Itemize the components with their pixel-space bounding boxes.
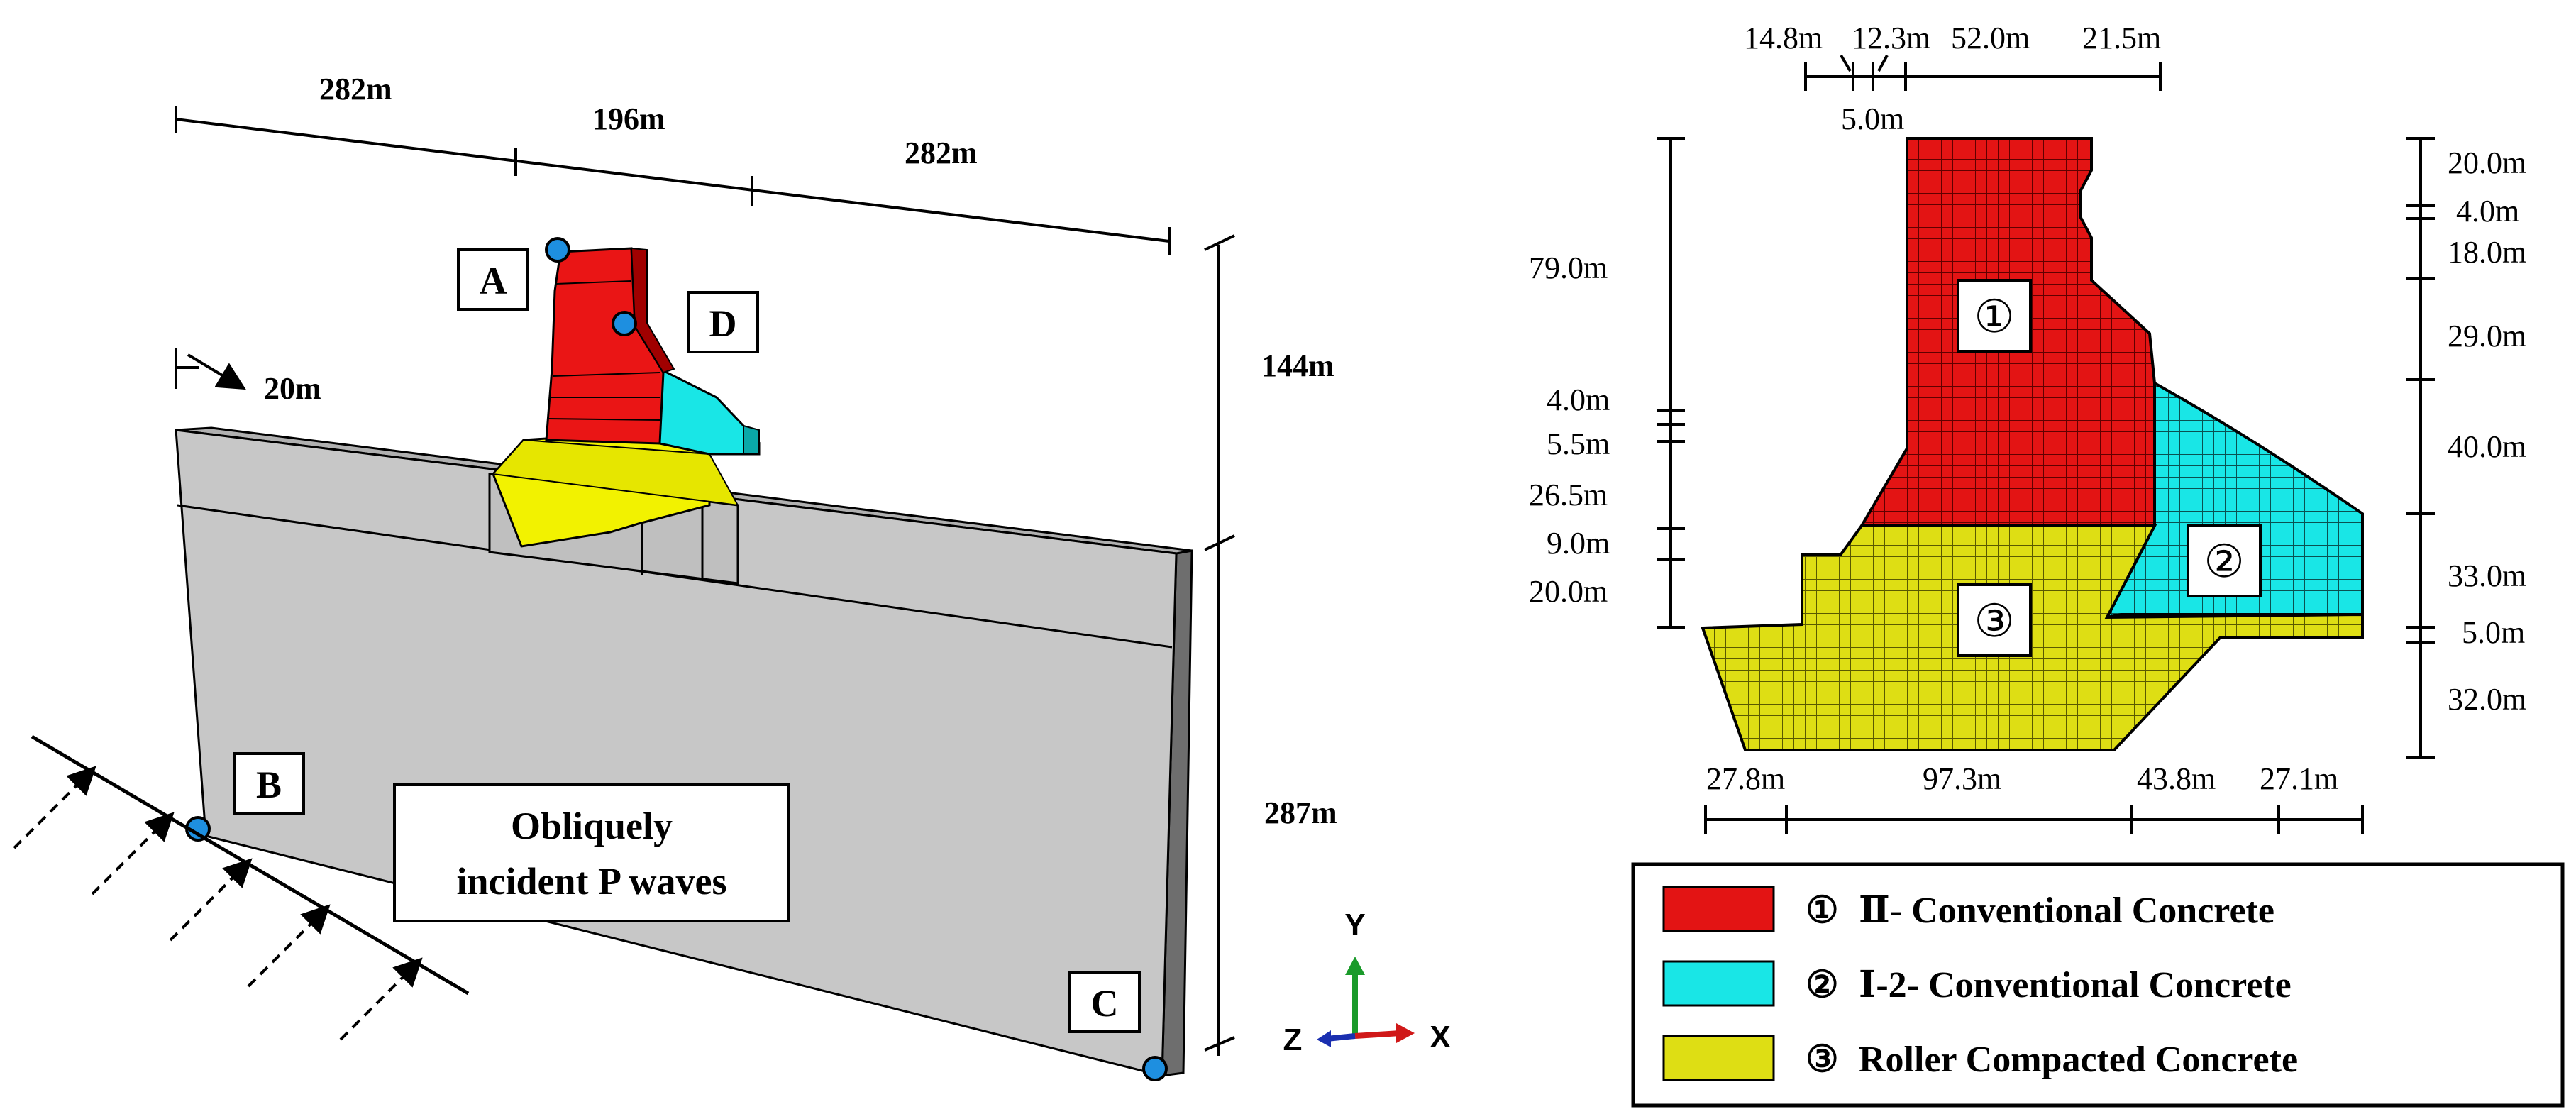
- svg-text:②: ②: [2204, 536, 2244, 587]
- zone-label-2: ②: [2187, 524, 2262, 597]
- svg-text:C: C: [1091, 982, 1119, 1025]
- height-dimension-line: [1204, 234, 1235, 1056]
- dim-right-20-0: 20.0m: [2448, 145, 2526, 180]
- svg-text:B: B: [256, 764, 282, 806]
- dim-top-52-0: 52.0m: [1951, 21, 2030, 55]
- dim-right-5-0: 5.0m: [2462, 615, 2525, 650]
- section-top-dimension: [1804, 54, 2162, 91]
- axis-y-label: Y: [1344, 908, 1365, 942]
- zone-label-3: ③: [1957, 583, 2032, 657]
- dim-right-width: 282m: [905, 136, 978, 170]
- svg-text:A: A: [480, 260, 507, 302]
- top-dimension-line: [175, 106, 1171, 255]
- dim-right-33-0: 33.0m: [2448, 558, 2526, 593]
- legend-swatch-yellow: [1662, 1035, 1775, 1081]
- legend-symbol: ②: [1806, 965, 1839, 1005]
- svg-text:①: ①: [1974, 292, 2014, 342]
- dim-thickness: 20m: [264, 371, 321, 406]
- dim-left-4-0: 4.0m: [1547, 382, 1610, 417]
- dim-right-40-0: 40.0m: [2448, 429, 2526, 464]
- axis-x-label: X: [1430, 1020, 1450, 1054]
- dim-left-26-5: 26.5m: [1529, 478, 1608, 512]
- dim-bottom-27-8: 27.8m: [1706, 761, 1785, 796]
- legend-symbol: ①: [1806, 891, 1839, 931]
- dim-right-29-0: 29.0m: [2448, 319, 2526, 353]
- foundation-block: [175, 426, 1193, 1077]
- wave-label-box: Obliquely incident P waves: [393, 783, 790, 922]
- point-c-marker: [1142, 1056, 1168, 1081]
- dim-left-5-5: 5.5m: [1547, 426, 1610, 461]
- legend: ① Ⅱ- Conventional Concrete ② Ⅰ-2- Conven…: [1631, 862, 2565, 1108]
- axis-z-label: Z: [1283, 1022, 1303, 1057]
- dim-bottom-97-3: 97.3m: [1923, 761, 2001, 796]
- section-left-dimension: [1657, 137, 1685, 629]
- incident-arrow: [91, 812, 175, 895]
- zone-3-region: [1701, 524, 2364, 751]
- dim-height-upper: 144m: [1261, 348, 1334, 383]
- dim-middle-width: 196m: [592, 101, 665, 136]
- legend-text: Ⅱ- Conventional Concrete: [1859, 891, 2274, 931]
- incident-arrow: [169, 858, 253, 942]
- svg-text:③: ③: [1974, 596, 2014, 646]
- wave-label-line1: Obliquely: [511, 805, 673, 847]
- dam-3d-model: [491, 247, 761, 548]
- dim-right-4-0: 4.0m: [2456, 194, 2519, 228]
- legend-swatch-cyan: [1662, 960, 1775, 1007]
- dam-cross-section: [1701, 137, 2364, 751]
- dim-top-5-0: 5.0m: [1841, 101, 1904, 136]
- dim-height-lower: 287m: [1264, 795, 1337, 830]
- dim-top-14-8: 14.8m: [1744, 21, 1823, 55]
- zone-2-region: [2104, 380, 2364, 619]
- dim-left-79-0: 79.0m: [1529, 250, 1608, 285]
- section-bottom-dimension: [1704, 805, 2364, 834]
- coordinate-axes: Y Z X: [1283, 908, 1451, 1057]
- incident-arrow: [339, 957, 423, 1041]
- point-label-a: A: [457, 248, 529, 311]
- legend-symbol: ③: [1806, 1040, 1839, 1080]
- dim-bottom-43-8: 43.8m: [2137, 761, 2216, 796]
- dim-right-32-0: 32.0m: [2448, 682, 2526, 717]
- legend-swatch-red: [1662, 886, 1775, 932]
- dim-left-width: 282m: [319, 72, 392, 106]
- legend-text: Roller Compacted Concrete: [1859, 1040, 2298, 1080]
- dim-left-9-0: 9.0m: [1547, 526, 1610, 561]
- legend-item: ① Ⅱ- Conventional Concrete: [1662, 886, 2274, 932]
- incident-arrow: [247, 904, 331, 988]
- point-d-marker: [612, 311, 637, 336]
- incident-arrow: [13, 766, 96, 849]
- dim-top-12-3: 12.3m: [1852, 21, 1930, 55]
- incident-p-wave-arrows: [13, 766, 423, 1041]
- legend-text: Ⅰ-2- Conventional Concrete: [1859, 965, 2292, 1005]
- thickness-indicator: [175, 348, 246, 390]
- point-label-d: D: [687, 291, 759, 353]
- point-label-c: C: [1068, 971, 1141, 1033]
- dim-bottom-27-1: 27.1m: [2260, 761, 2338, 796]
- point-a-marker: [545, 237, 570, 263]
- dim-top-21-5: 21.5m: [2082, 21, 2161, 55]
- dim-left-20-0: 20.0m: [1529, 574, 1608, 609]
- zone-label-1: ①: [1957, 279, 2032, 353]
- legend-item: ③ Roller Compacted Concrete: [1662, 1035, 2298, 1081]
- dim-right-18-0: 18.0m: [2448, 235, 2526, 270]
- section-right-dimension: [2406, 137, 2435, 759]
- legend-item: ② Ⅰ-2- Conventional Concrete: [1662, 960, 2292, 1007]
- svg-text:D: D: [709, 302, 737, 345]
- point-label-b: B: [233, 752, 305, 815]
- wave-label-line2: incident P waves: [456, 860, 726, 903]
